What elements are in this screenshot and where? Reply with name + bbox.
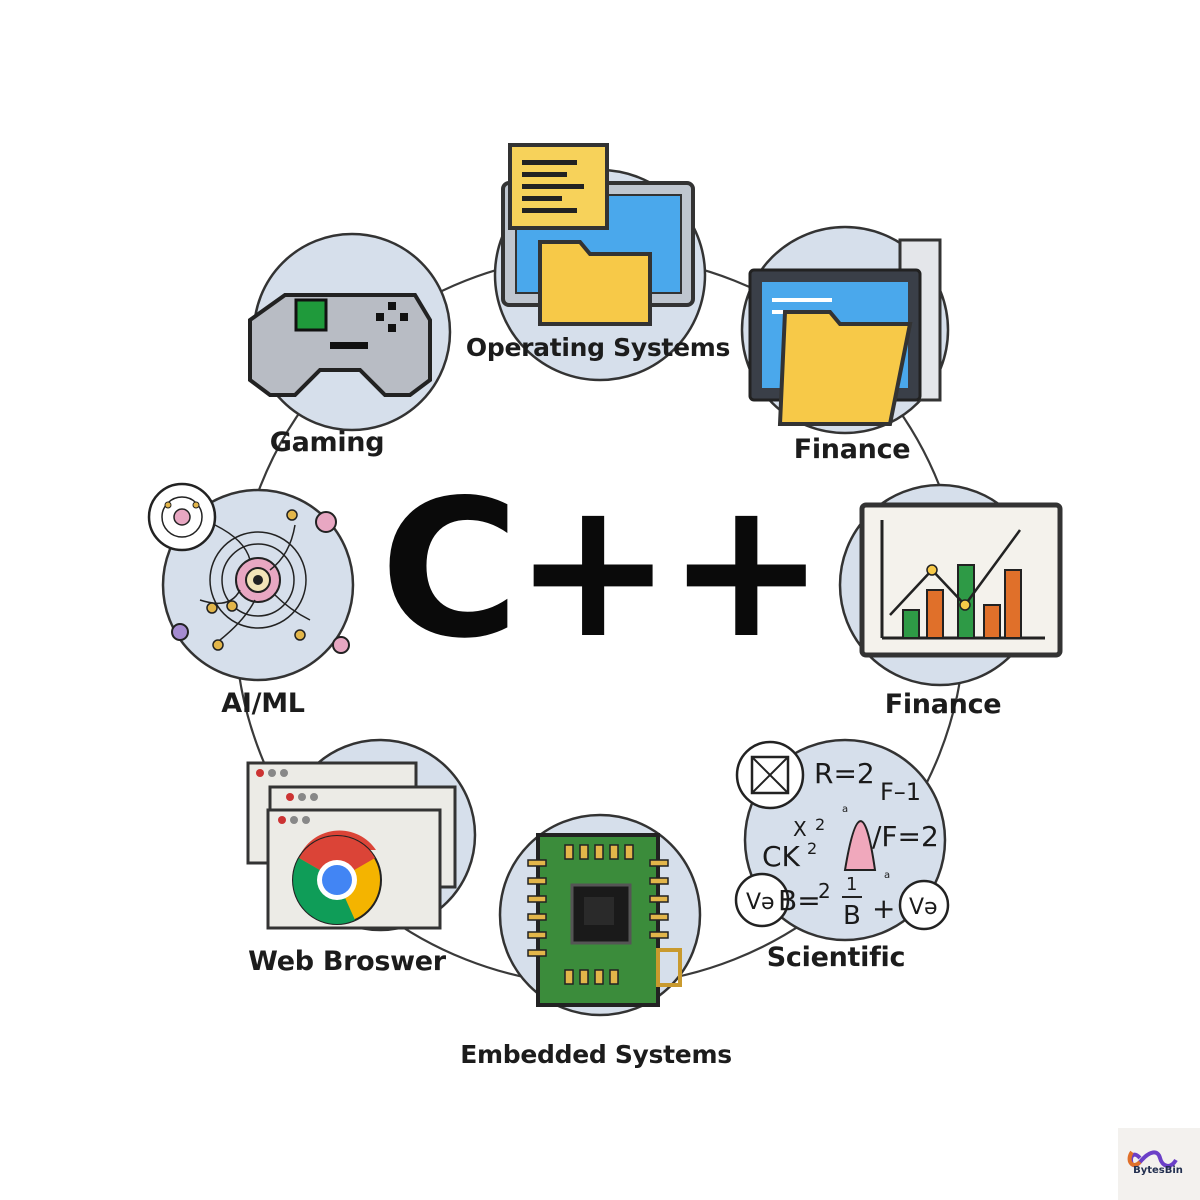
gamepad-icon (248, 293, 432, 397)
formula-bb: B (843, 901, 861, 931)
browser-windows-icon (246, 761, 457, 930)
microchip-icon (527, 833, 682, 1007)
label-finance-top: Finance (793, 434, 911, 465)
gaming-node (248, 232, 452, 432)
neural-network-icon (147, 482, 350, 654)
formula-two-c: 2 (818, 879, 831, 903)
brand-logo (1118, 1128, 1200, 1200)
formula-one: 1 (846, 874, 857, 895)
label-embedded-systems: Embedded Systems (460, 1040, 732, 1069)
label-operating-systems: Operating Systems (465, 333, 731, 362)
formula-r: R=2 (814, 757, 875, 790)
formula-vb1: Və (746, 890, 775, 915)
finance-bar-chart-icon (859, 502, 1063, 658)
finance-documents-icon (748, 238, 942, 426)
os-folder-window-icon (501, 143, 695, 326)
embedded-node (498, 813, 702, 1017)
finance-top-node (740, 225, 950, 435)
formula-plus: + (872, 892, 895, 925)
formula-x2: X (793, 817, 807, 841)
formula-cx: CK (762, 840, 801, 873)
label-finance-chart: Finance (884, 689, 1002, 720)
finance-chart-node (838, 483, 1063, 687)
formula-vb2: Və (909, 895, 938, 920)
label-web-browser: Web Broswer (248, 946, 446, 977)
scientific-node: R=2 F–1 CK X 2 2 /F=2 a a Və B= 2 1 B + … (734, 738, 950, 942)
formula-small-b: a (884, 870, 890, 881)
ai-ml-node (147, 482, 355, 682)
formula-ff: /F=2 (872, 820, 939, 853)
formula-small-a: a (842, 804, 848, 815)
label-gaming: Gaming (269, 427, 385, 458)
formula-two-b: 2 (807, 839, 817, 858)
brand-text: BytesBin (1133, 1165, 1183, 1176)
chrome-logo-icon (292, 830, 382, 925)
scientific-formulas-icon: R=2 F–1 CK X 2 2 /F=2 a a Və B= 2 1 B + … (734, 740, 950, 931)
label-ai-ml: AI/ML (221, 688, 305, 719)
formula-f: F–1 (880, 778, 921, 806)
os-node (493, 143, 707, 382)
formula-two-a: 2 (815, 815, 825, 834)
center-title: C++ (380, 459, 826, 680)
web-browser-node (246, 738, 477, 932)
formula-b: B= (778, 884, 821, 917)
label-scientific: Scientific (766, 942, 906, 973)
